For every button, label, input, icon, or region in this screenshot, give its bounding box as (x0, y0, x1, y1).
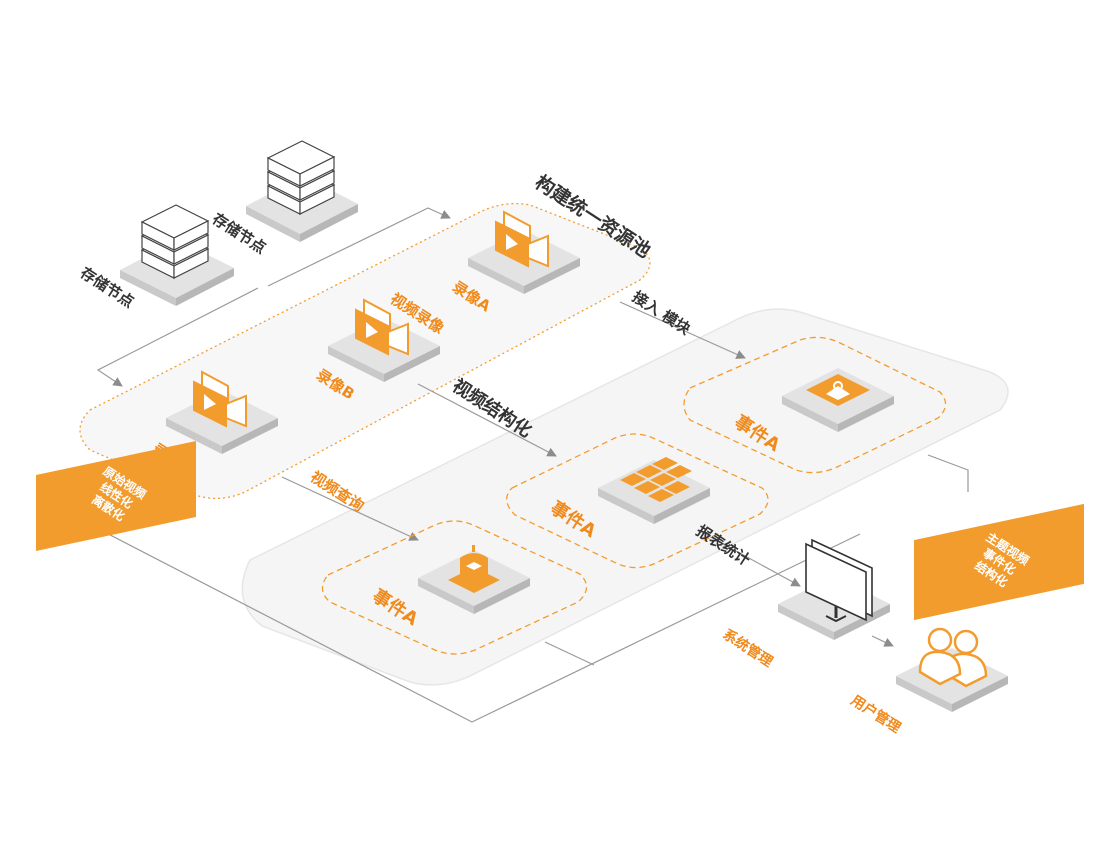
event-zone-1 (683, 336, 947, 474)
users-icon (918, 627, 988, 688)
flow-storage-to-recording-c (96, 287, 259, 387)
event-node-2 (598, 457, 710, 524)
video-icon (495, 210, 549, 268)
flow-bottom-return (544, 641, 595, 666)
flow-access-module (619, 301, 746, 359)
event-node-1 (782, 368, 894, 432)
flow-storage-to-pool (267, 207, 451, 287)
recording-a-node (468, 210, 580, 294)
flow-system-to-user (871, 635, 894, 647)
recording-c-node (166, 370, 278, 454)
recording-b-node (328, 298, 440, 382)
grid-blocks-icon (620, 457, 692, 502)
flow-video-query (281, 476, 419, 541)
flow-report-stats (704, 533, 801, 587)
monitor-icon (805, 538, 873, 623)
server-icon (266, 140, 336, 215)
user-mgmt-node (896, 627, 1008, 712)
flow-left-return (57, 507, 861, 723)
flow-right-return (927, 454, 969, 492)
event-zone-3 (321, 520, 588, 655)
storage-node-1 (120, 204, 234, 306)
video-icon (355, 298, 409, 356)
server-icon (140, 204, 210, 279)
event-node-3 (418, 545, 530, 614)
event-zone-2 (506, 433, 769, 569)
system-mgmt-node (778, 538, 890, 640)
video-icon (193, 370, 247, 428)
alarm-icon (448, 545, 500, 593)
lock-chip-icon (806, 374, 870, 406)
flow-video-structuring (417, 383, 557, 457)
storage-node-2 (246, 140, 358, 242)
